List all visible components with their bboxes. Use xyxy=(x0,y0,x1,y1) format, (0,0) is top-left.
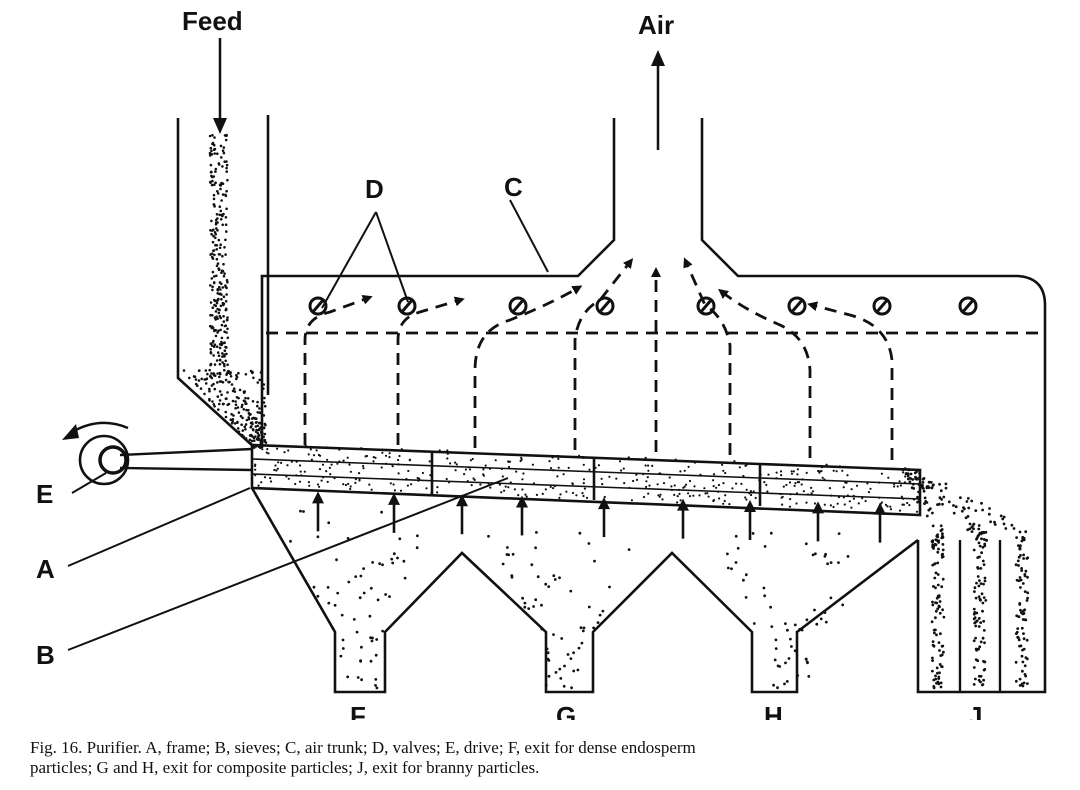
label-h: H xyxy=(764,701,783,720)
caption-line-1: Fig. 16. Purifier. A, frame; B, sieves; … xyxy=(30,738,696,757)
feed-arrow xyxy=(213,38,227,134)
feed-label: Feed xyxy=(182,6,243,36)
air-label: Air xyxy=(638,10,674,40)
air-in-arrows xyxy=(312,491,886,543)
caption-line-2: particles; G and H, exit for composite p… xyxy=(30,758,540,777)
drive-mechanism xyxy=(62,421,253,486)
label-b: B xyxy=(36,640,55,670)
feed-stream xyxy=(182,133,268,450)
leader-lines xyxy=(67,199,549,651)
exit-j xyxy=(901,467,1047,694)
feed-hopper xyxy=(176,115,270,450)
sieve-stock xyxy=(254,444,919,513)
valves xyxy=(308,296,978,316)
air-flow-paths xyxy=(303,257,894,460)
label-g: G xyxy=(556,701,576,720)
sieve-frame xyxy=(250,443,922,517)
label-e: E xyxy=(36,479,53,509)
label-j: J xyxy=(968,701,982,720)
label-d: D xyxy=(365,174,384,204)
air-trunk xyxy=(260,118,1047,540)
purifier-diagram: Feed Air xyxy=(36,6,1047,720)
label-c: C xyxy=(504,172,523,202)
figure-caption: Fig. 16. Purifier. A, frame; B, sieves; … xyxy=(30,738,1060,778)
branny-stream xyxy=(901,467,1030,690)
exit-hoppers xyxy=(250,487,919,694)
label-a: A xyxy=(36,554,55,584)
label-f: F xyxy=(350,701,366,720)
hopper-particles xyxy=(289,509,850,690)
air-out-arrow xyxy=(651,50,665,150)
